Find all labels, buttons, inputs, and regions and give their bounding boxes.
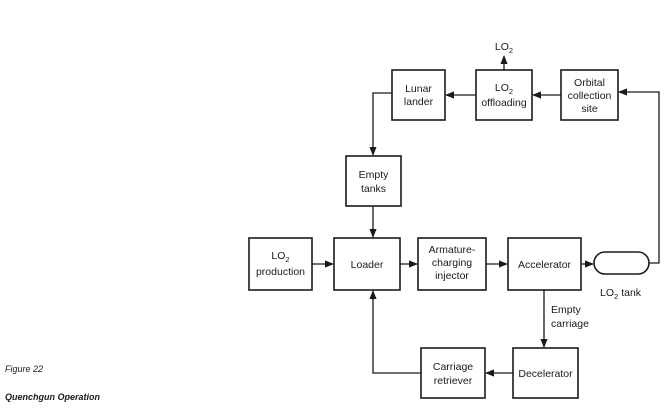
armature-charging-injector-label-line2: charging: [432, 257, 472, 269]
lo2-production-label-line2: production: [256, 266, 305, 278]
decelerator-label: Decelerator: [518, 368, 573, 380]
armature-charging-injector-label-line3: injector: [435, 270, 469, 282]
arrow-carriage-retriever-to-loader: [369, 290, 421, 374]
decelerator-box: Decelerator: [512, 347, 579, 399]
lo2-output-label: LO2: [495, 41, 513, 55]
lo2-production-label-line1: LO2: [271, 250, 289, 264]
arrow-lo2-tank-to-orbital-site: [618, 88, 660, 264]
lunar-lander-box: Lunar lander: [391, 69, 446, 121]
lo2-offloading-label-line1: LO2: [495, 82, 513, 96]
orbital-collection-site-box: Orbital collection site: [560, 69, 619, 121]
arrow-lunar-lander-to-empty-tanks: [369, 92, 392, 156]
empty-tanks-label-line1: Empty: [359, 169, 390, 181]
armature-charging-injector-label-line1: Armature-: [429, 244, 476, 256]
orbital-collection-site-label-line2: collection: [568, 90, 612, 102]
empty-tanks-box: Empty tanks: [345, 155, 402, 207]
carriage-retriever-box: Carriage retriever: [420, 347, 486, 399]
empty-tanks-label-line2: tanks: [361, 183, 386, 195]
orbital-collection-site-label-line3: site: [581, 103, 598, 115]
carriage-retriever-label-line1: Carriage: [433, 361, 473, 373]
empty-carriage-label-line2: carriage: [551, 318, 589, 330]
lunar-lander-label-line1: Lunar: [405, 83, 432, 95]
empty-carriage-label-line1: Empty: [551, 304, 582, 316]
figure-number: Figure 22: [5, 364, 43, 374]
orbital-collection-site-label-line1: Orbital: [574, 77, 605, 89]
lo2-production-box: LO2 production: [248, 237, 313, 291]
accelerator-label: Accelerator: [518, 259, 572, 271]
lo2-tank-shape: [593, 251, 650, 275]
armature-charging-injector-box: Armature- charging injector: [417, 237, 487, 291]
accelerator-box: Accelerator: [507, 237, 582, 291]
carriage-retriever-label-line2: retriever: [434, 375, 473, 387]
lunar-lander-label-line2: lander: [404, 96, 434, 108]
lo2-offloading-label-line2: offloading: [481, 97, 527, 109]
lo2-offloading-box: LO2 offloading: [475, 69, 533, 121]
loader-label: Loader: [351, 259, 384, 271]
loader-box: Loader: [333, 237, 401, 291]
figure-title: Quenchgun Operation: [5, 392, 101, 402]
